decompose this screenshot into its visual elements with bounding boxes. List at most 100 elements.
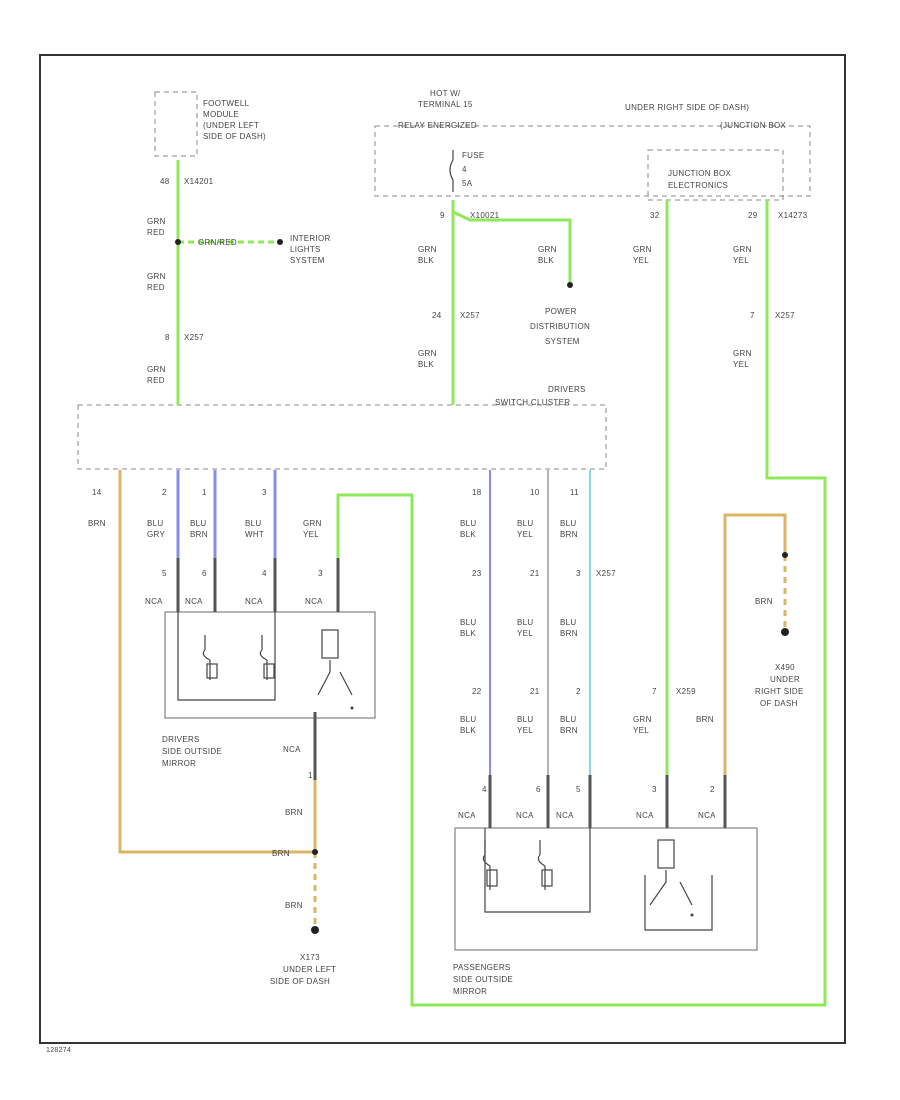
pin-24: 24 — [432, 311, 442, 320]
wire-label-grn-8: GRN — [418, 349, 437, 358]
g173-label-1: X173 — [300, 953, 320, 962]
wire-label-brn-j: BRN — [560, 629, 578, 638]
pin-5-passenger: 5 — [576, 785, 581, 794]
passenger-mirror-internal-bus — [484, 828, 591, 913]
pin-3-passenger: 3 — [652, 785, 657, 794]
wire-label-blk-k: BLK — [460, 726, 476, 735]
pin-32: 32 — [650, 211, 660, 220]
pin-11: 11 — [570, 488, 579, 497]
hot-label-1: HOT W/ — [430, 89, 461, 98]
wire-label-brn-g: BRN — [560, 530, 578, 539]
footwell-label-2: MODULE — [203, 110, 239, 119]
arrow-dot-power-dist — [567, 282, 573, 288]
wire-label-grn-1: GRN — [147, 217, 166, 226]
under-right-dash-label: UNDER RIGHT SIDE OF DASH) — [625, 103, 749, 112]
wire-label-yel-7: YEL — [733, 256, 749, 265]
wire-label-blu-e: BLU — [460, 519, 476, 528]
wire-label-nca-p2: NCA — [516, 811, 534, 820]
connector-x10021: X10021 — [470, 211, 500, 220]
wire-label-brn-ground: BRN — [285, 901, 303, 910]
power-dist-label-3: SYSTEM — [545, 337, 580, 346]
fuse-label: FUSE — [462, 151, 485, 160]
passenger-mirror-label-2: SIDE OUTSIDE — [453, 975, 513, 984]
wire-label-nca-1: NCA — [145, 597, 163, 606]
wire-label-blk-e: BLK — [460, 530, 476, 539]
wire-label-blu-c: BLU — [245, 519, 261, 528]
connector-x257-a: X257 — [184, 333, 204, 342]
passenger-motor-2-icon — [537, 840, 553, 890]
wire-label-nca-p1: NCA — [458, 811, 476, 820]
wire-label-yel-l: YEL — [517, 726, 533, 735]
drivers-switch-cluster-outline — [77, 404, 607, 470]
pin-3-cluster: 3 — [262, 488, 267, 497]
wire-label-grn-5: GRN — [538, 245, 557, 254]
interior-lights-label-2: LIGHTS — [290, 245, 321, 254]
pin-21-top: 21 — [530, 569, 540, 578]
wire-label-blu-k: BLU — [460, 715, 476, 724]
connector-x257-d: X257 — [596, 569, 616, 578]
footwell-label-3: (UNDER LEFT — [203, 121, 259, 130]
pin-10: 10 — [530, 488, 540, 497]
interior-lights-label-3: SYSTEM — [290, 256, 325, 265]
wire-label-yel-f: YEL — [517, 530, 533, 539]
passengers-mirror-box — [454, 827, 758, 951]
fuse-number: 4 — [462, 165, 467, 174]
connector-x259: X259 — [676, 687, 696, 696]
wire-label-blu-i: BLU — [517, 618, 533, 627]
splice-dot-footwell — [175, 239, 181, 245]
passenger-switch-return — [644, 875, 713, 931]
fuse-amperage: 5A — [462, 179, 473, 188]
wire-grn-blk-power-dist — [452, 210, 572, 285]
drivers-cluster-label-2: SWITCH CLUSTER — [495, 398, 570, 407]
wire-label-red-2: RED — [147, 283, 165, 292]
connector-x257-b: X257 — [460, 311, 480, 320]
passenger-mirror-label-3: MIRROR — [453, 987, 487, 996]
wire-label-blu-a: BLU — [147, 519, 163, 528]
pin-6-passenger: 6 — [536, 785, 541, 794]
wire-label-grn-6: GRN — [633, 245, 652, 254]
wire-label-grn-d: GRN — [303, 519, 322, 528]
wire-label-blu-f: BLU — [517, 519, 533, 528]
footwell-module-outline — [154, 91, 198, 157]
pin-2-cluster: 2 — [162, 488, 167, 497]
pin-5-driver: 5 — [162, 569, 167, 578]
driver-mirror-label-3: MIRROR — [162, 759, 196, 768]
wire-label-blk-5: BLK — [538, 256, 554, 265]
wire-label-blu-j: BLU — [560, 618, 576, 627]
x490-label-3: RIGHT SIDE — [755, 687, 804, 696]
footwell-label-4: SIDE OF DASH) — [203, 132, 266, 141]
pin-14: 14 — [92, 488, 102, 497]
splice-dot-brn-right — [782, 552, 788, 558]
wire-label-brn-x490: BRN — [755, 597, 773, 606]
drivers-mirror-box — [164, 611, 376, 719]
wire-label-brn-m: BRN — [560, 726, 578, 735]
power-dist-label-2: DISTRIBUTION — [530, 322, 590, 331]
hot-label-3: RELAY ENERGIZED — [398, 121, 477, 130]
wire-label-brn-o: BRN — [696, 715, 714, 724]
wire-label-grn-n: GRN — [633, 715, 652, 724]
wire-label-yel-d: YEL — [303, 530, 319, 539]
pin-7-x259: 7 — [652, 687, 657, 696]
wire-label-blu-g: BLU — [560, 519, 576, 528]
wire-label-grn-4: GRN — [418, 245, 437, 254]
wire-label-blu-b: BLU — [190, 519, 206, 528]
wire-label-brn-b: BRN — [190, 530, 208, 539]
driver-motor-2-icon — [259, 635, 275, 680]
connector-x14201: X14201 — [184, 177, 214, 186]
wire-label-yel-6: YEL — [633, 256, 649, 265]
diagram-frame — [39, 54, 846, 1044]
junction-box-label-2: ELECTRONICS — [668, 181, 728, 190]
ground-x490-icon — [781, 628, 789, 636]
driver-motor-1-icon — [202, 635, 218, 680]
wire-label-grn-9: GRN — [733, 349, 752, 358]
pin-22: 22 — [472, 687, 482, 696]
pin-9: 9 — [440, 211, 445, 220]
wire-label-blu-l: BLU — [517, 715, 533, 724]
g173-label-2: UNDER LEFT — [283, 965, 336, 974]
footwell-label-1: FOOTWELL — [203, 99, 250, 108]
pin-21-bottom: 21 — [530, 687, 540, 696]
fuse-icon — [449, 150, 454, 192]
pin-18: 18 — [472, 488, 482, 497]
pin-4-driver: 4 — [262, 569, 267, 578]
pin-1-driver-ground: 1 — [308, 771, 313, 780]
